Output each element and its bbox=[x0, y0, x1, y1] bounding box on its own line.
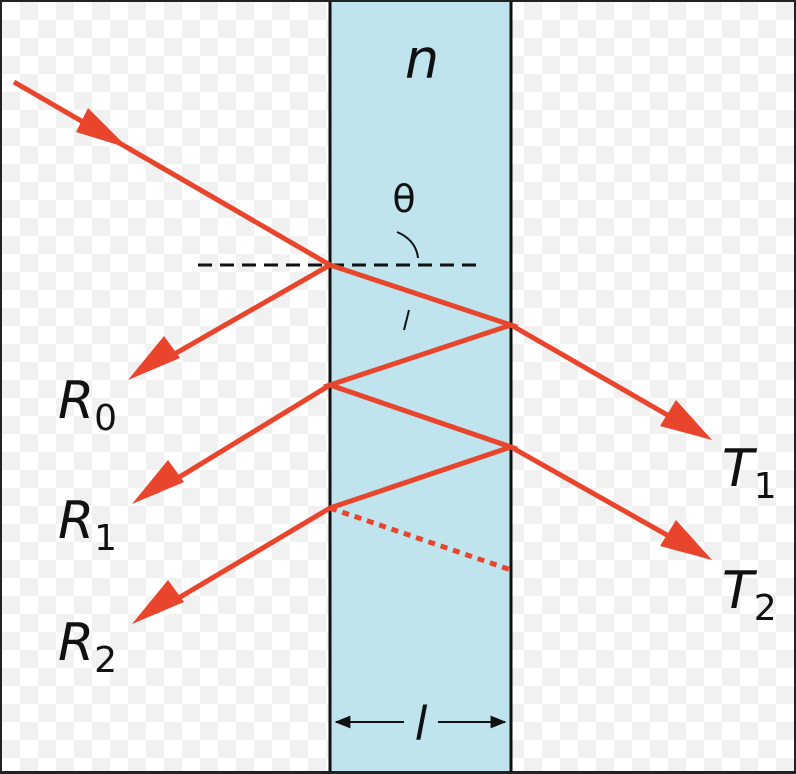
label-r0: R0 bbox=[58, 371, 117, 439]
reflected-arrow-r1 bbox=[132, 460, 184, 504]
label-r0-letter: R bbox=[58, 371, 94, 431]
index-label: n bbox=[405, 28, 439, 91]
label-t1-sub: 1 bbox=[754, 466, 777, 507]
reflected-arrow-r0 bbox=[128, 336, 180, 380]
label-r1-letter: R bbox=[58, 491, 94, 551]
angle-tick bbox=[403, 309, 410, 331]
film-slab bbox=[330, 2, 511, 771]
reflected-ray-r2 bbox=[153, 505, 332, 615]
angle-label: θ bbox=[392, 177, 415, 221]
label-t2: T2 bbox=[722, 561, 777, 629]
reflected-arrow-r2 bbox=[132, 580, 184, 624]
label-r2-letter: R bbox=[58, 613, 94, 673]
transmitted-ray-t1 bbox=[509, 322, 692, 431]
label-t2-letter: T bbox=[722, 561, 758, 621]
label-r1: R1 bbox=[58, 491, 117, 559]
reflected-ray-r1 bbox=[153, 382, 332, 495]
label-t1-letter: T bbox=[722, 439, 758, 499]
label-r2-sub: 2 bbox=[94, 640, 117, 681]
transmitted-arrow-t2 bbox=[660, 520, 712, 560]
incident-ray bbox=[12, 79, 332, 268]
internal-ray-faint bbox=[329, 505, 512, 573]
label-t1: T1 bbox=[722, 439, 777, 507]
reflected-ray-r0 bbox=[148, 262, 332, 371]
label-r2: R2 bbox=[58, 613, 117, 681]
incident-arrow bbox=[76, 108, 128, 148]
transmitted-ray-t2 bbox=[509, 444, 692, 551]
label-t2-sub: 2 bbox=[754, 588, 777, 629]
label-r0-sub: 0 bbox=[94, 398, 117, 439]
label-r1-sub: 1 bbox=[94, 518, 117, 559]
thickness-label: l bbox=[415, 697, 428, 751]
transmitted-arrow-t1 bbox=[660, 400, 712, 440]
angle-leader bbox=[396, 231, 419, 259]
